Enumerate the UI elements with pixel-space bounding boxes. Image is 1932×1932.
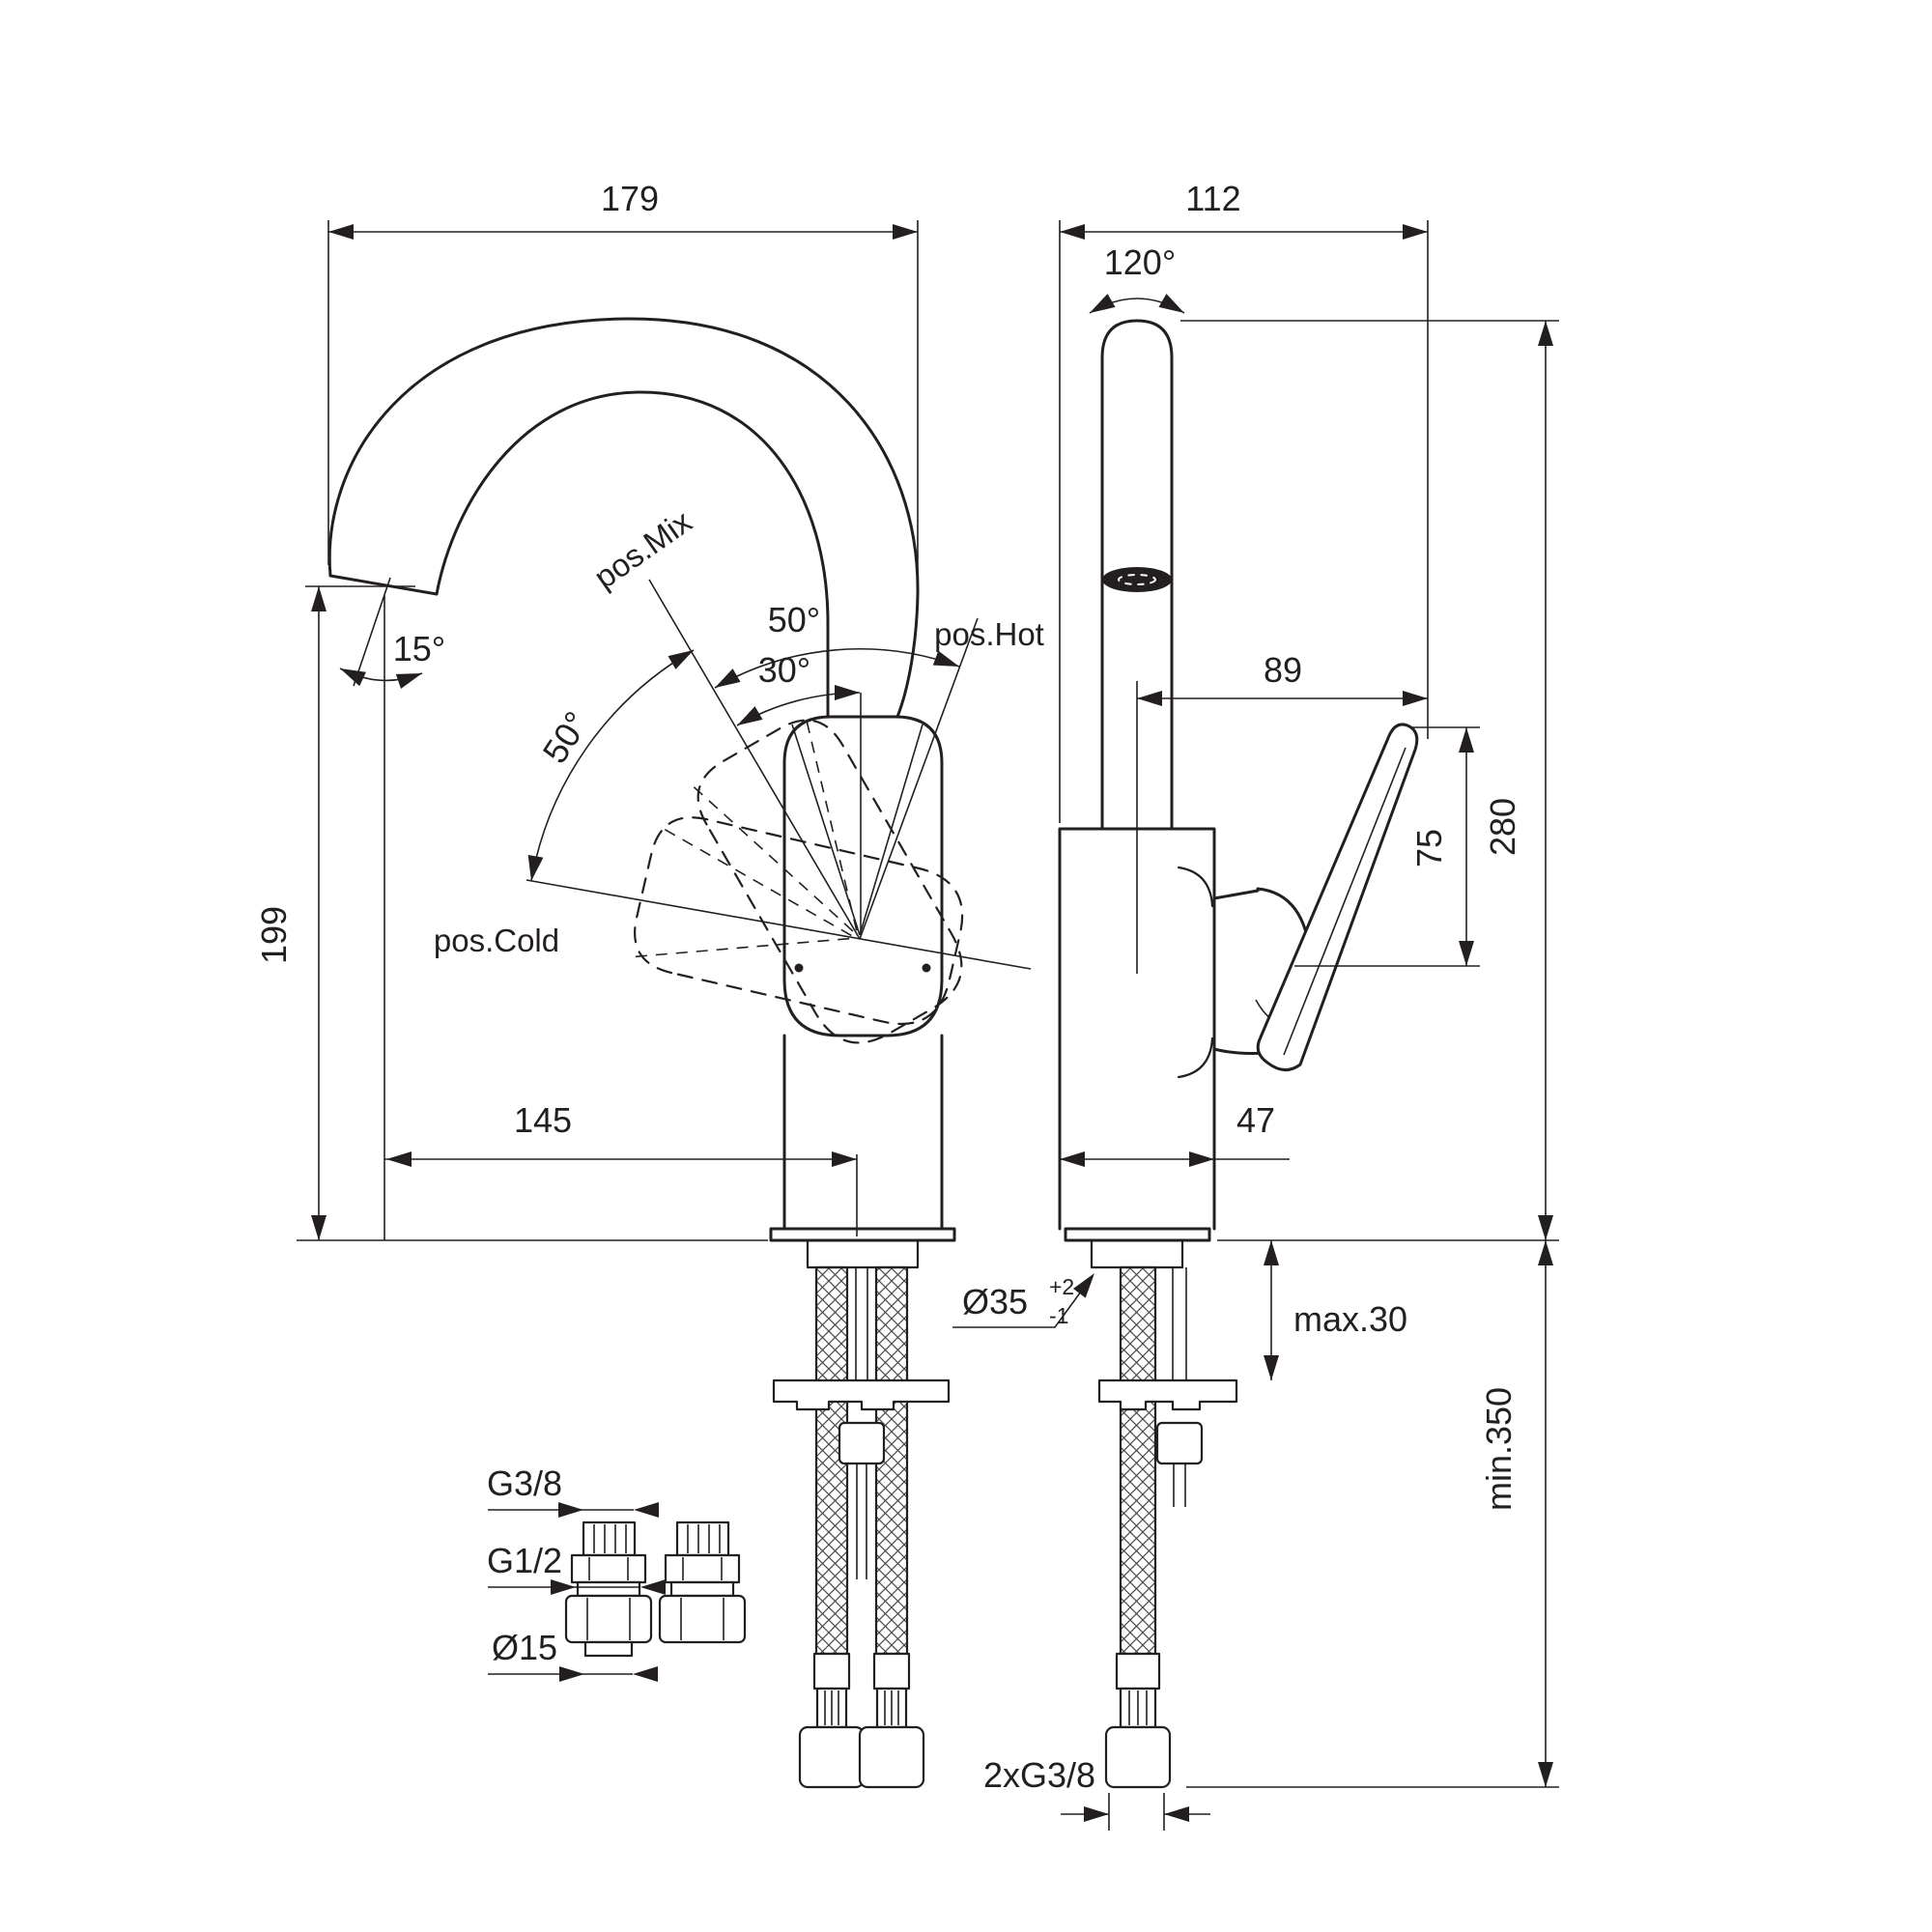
front-view: [327, 317, 980, 1789]
front-handle: [782, 715, 944, 1037]
side-base-plate: [1064, 1227, 1211, 1242]
thread-g12-label: G1/2: [487, 1541, 562, 1580]
hose-thread-label: 2xG3/8: [983, 1755, 1095, 1795]
front-stud-nut: [838, 1421, 886, 1465]
handle-ghost-cold: [625, 808, 974, 1036]
deck-max-label: max.30: [1293, 1299, 1407, 1339]
pos-mix-label: pos.Mix: [587, 503, 698, 596]
pos-cold-label: pos.Cold: [434, 923, 559, 958]
pos-mix-line: [648, 579, 861, 940]
dim-89-label: 89: [1264, 650, 1302, 690]
side-view: [1058, 319, 1419, 1789]
handle-ghost-mix: [682, 704, 980, 1062]
side-lever: [1256, 723, 1419, 1071]
dim-179-lines: [327, 220, 919, 584]
dim-89-lines: [1136, 681, 1428, 974]
front-shank: [806, 1238, 920, 1269]
dim-199-lines: [305, 585, 415, 1240]
adapter-fitting-1: [564, 1520, 653, 1658]
thread-g38-label: G3/8: [487, 1463, 562, 1503]
dim-112-label: 112: [1185, 179, 1240, 218]
dim-75-label: 75: [1409, 829, 1449, 867]
dim-75-lines: [1294, 726, 1480, 967]
side-shank: [1090, 1238, 1184, 1269]
swivel-angle-label: 120°: [1104, 242, 1176, 282]
front-hose-fittings: [798, 1652, 925, 1789]
pos-cold-line: [526, 879, 1032, 970]
side-hose-nut: [1104, 1725, 1172, 1789]
arc-50-left: [530, 649, 695, 882]
spout-outlet: [328, 574, 439, 596]
dim-280-lines: [1180, 320, 1559, 1240]
dia-35-tol-minus: -1: [1049, 1303, 1068, 1328]
front-spout: [327, 317, 920, 719]
front-supply-hoses: [772, 1265, 951, 1789]
dim-199-label: 199: [254, 906, 294, 964]
dia-35-tol-plus: +2: [1049, 1274, 1074, 1299]
handle-screw-left: [794, 963, 804, 973]
dimension-lines: [297, 220, 1559, 1831]
dim-145-lines: [384, 1154, 858, 1236]
hose-min-label: min.350: [1479, 1387, 1519, 1511]
front-mounting-plate: [772, 1378, 951, 1411]
side-supply-hose: [1097, 1265, 1238, 1789]
dim-145-label: 145: [514, 1100, 572, 1140]
front-base-plate: [769, 1227, 956, 1242]
angle-50-left-label: 50°: [534, 704, 596, 770]
arc-50-top: [714, 648, 960, 689]
dia-15-label: Ø15: [492, 1628, 557, 1667]
handle-screw-right: [922, 963, 931, 973]
angle-30-label: 30°: [758, 650, 810, 690]
dim-2xg38-lines: [1061, 1793, 1210, 1831]
spout-angle-label: 15°: [393, 629, 445, 668]
dia35-leader: [952, 1276, 1093, 1328]
adapter-fitting-2: [658, 1520, 747, 1644]
side-stud-nut: [1155, 1421, 1204, 1465]
side-mounting-plate: [1097, 1378, 1238, 1411]
dim-min350-lines: [1186, 1240, 1559, 1788]
side-spout-pipe: [1100, 319, 1174, 831]
dim-112-lines: [1059, 220, 1429, 823]
dim-47-label: 47: [1236, 1100, 1275, 1140]
angle-50-top-label: 50°: [768, 600, 820, 639]
dia-35-label: Ø35: [962, 1282, 1028, 1321]
front-body: [769, 1034, 956, 1269]
side-hose-fitting: [1104, 1652, 1172, 1789]
dim-280-label: 280: [1483, 798, 1522, 856]
adapter-fittings: [564, 1520, 747, 1658]
dim-179-label: 179: [601, 179, 659, 218]
pos-hot-label: pos.Hot: [934, 616, 1044, 652]
pos-hot-line: [859, 617, 979, 940]
aerator: [1102, 567, 1172, 592]
